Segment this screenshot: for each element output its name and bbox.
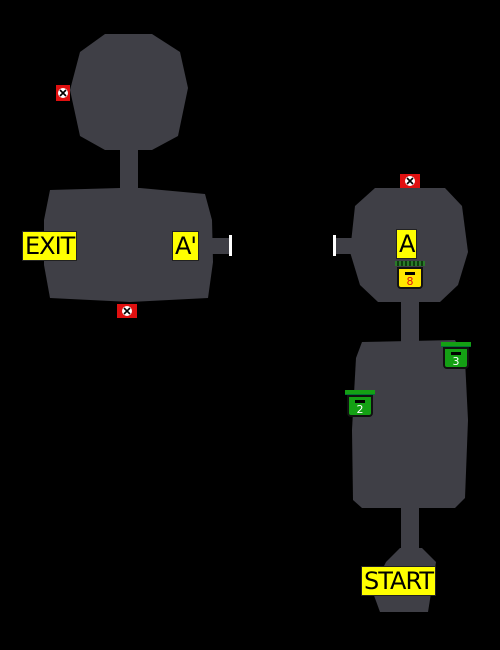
crate-lid (395, 261, 425, 266)
corridor-start (401, 506, 419, 552)
crate-body (347, 395, 373, 417)
crate-icon[interactable]: 2 (345, 390, 375, 417)
a-prime-label: A' (172, 231, 200, 261)
room-northwest (70, 34, 188, 150)
room-exit-hall (44, 188, 213, 302)
crate-lid (345, 390, 375, 395)
x-mark-icon (400, 174, 420, 188)
door-marker-icon[interactable] (333, 235, 336, 256)
start-label: START (361, 566, 437, 596)
x-mark-icon (56, 85, 70, 101)
crate-number: 8 (406, 275, 414, 288)
crate-body (443, 347, 469, 369)
corridor-northwest (120, 148, 138, 190)
crate-slot (451, 352, 461, 355)
crate-icon[interactable]: 8 (395, 261, 425, 289)
crate-number: 3 (452, 355, 460, 368)
crate-body (397, 267, 423, 289)
exit-label: EXIT (22, 231, 78, 261)
room-main-hall (352, 340, 468, 508)
door-marker-icon[interactable] (229, 235, 232, 256)
corridor-a-south (401, 300, 419, 344)
a-label: A (396, 229, 418, 259)
crate-slot (405, 272, 415, 275)
crate-icon[interactable]: 3 (441, 342, 471, 369)
crate-number: 2 (356, 403, 364, 416)
corridor-a-west (336, 238, 356, 254)
crate-lid (441, 342, 471, 347)
crate-slot (355, 400, 365, 403)
corridor-exit-east (210, 238, 230, 254)
x-mark-icon (117, 304, 137, 318)
